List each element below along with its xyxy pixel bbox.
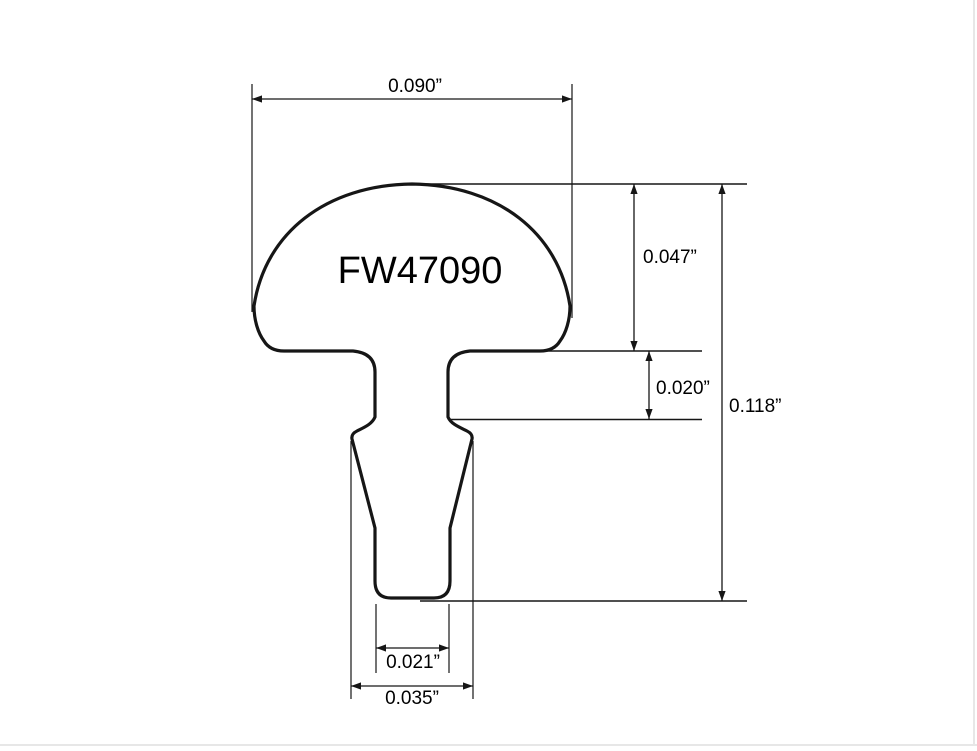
dimension-label-crown-height: 0.047” <box>643 247 697 268</box>
dimension-label-crown-width: 0.090” <box>388 76 442 97</box>
fretwire-outline <box>252 182 572 600</box>
dimension-label-barb-width: 0.035” <box>385 688 439 709</box>
part-number-label: FW47090 <box>338 250 503 292</box>
dimension-label-tang-width: 0.021” <box>386 652 440 673</box>
image-frame-bottom-edge <box>0 744 977 746</box>
image-frame-right-edge <box>973 0 975 745</box>
dimension-label-crown-to-barb: 0.020” <box>656 378 710 399</box>
dimension-label-overall-height: 0.118” <box>729 396 781 417</box>
